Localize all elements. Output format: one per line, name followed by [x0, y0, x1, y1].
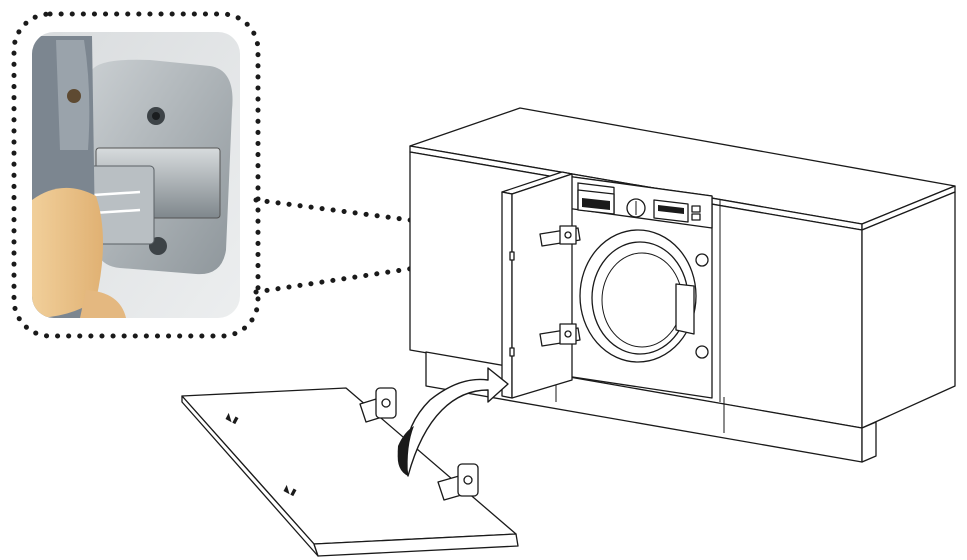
svg-text:◣▮: ◣▮	[225, 411, 240, 425]
hinge-icon	[539, 225, 581, 347]
svg-text:◣▮: ◣▮	[283, 483, 298, 497]
hinge-closeup-photo	[11, 11, 261, 339]
loose-door-panel: ◣▮ ◣▮	[181, 387, 519, 557]
curved-arrow-icon	[397, 367, 509, 477]
washing-machine	[565, 175, 713, 399]
panel-hinge-icon	[359, 387, 479, 501]
open-cabinet-door	[501, 171, 573, 399]
